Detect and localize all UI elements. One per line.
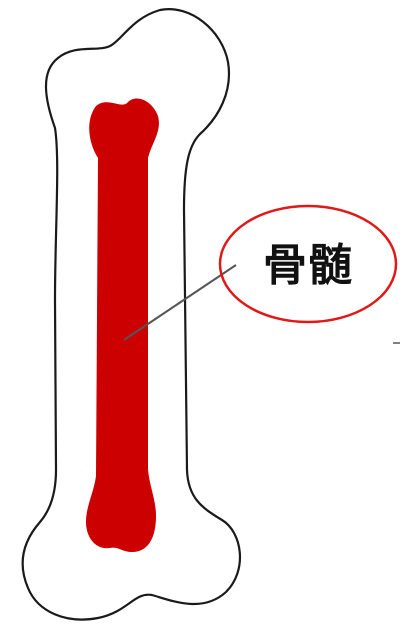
bone-marrow xyxy=(86,98,159,552)
bone-marrow-label: 骨髄 xyxy=(263,240,353,291)
leader-line xyxy=(123,264,237,341)
callout-ellipse xyxy=(218,204,398,324)
